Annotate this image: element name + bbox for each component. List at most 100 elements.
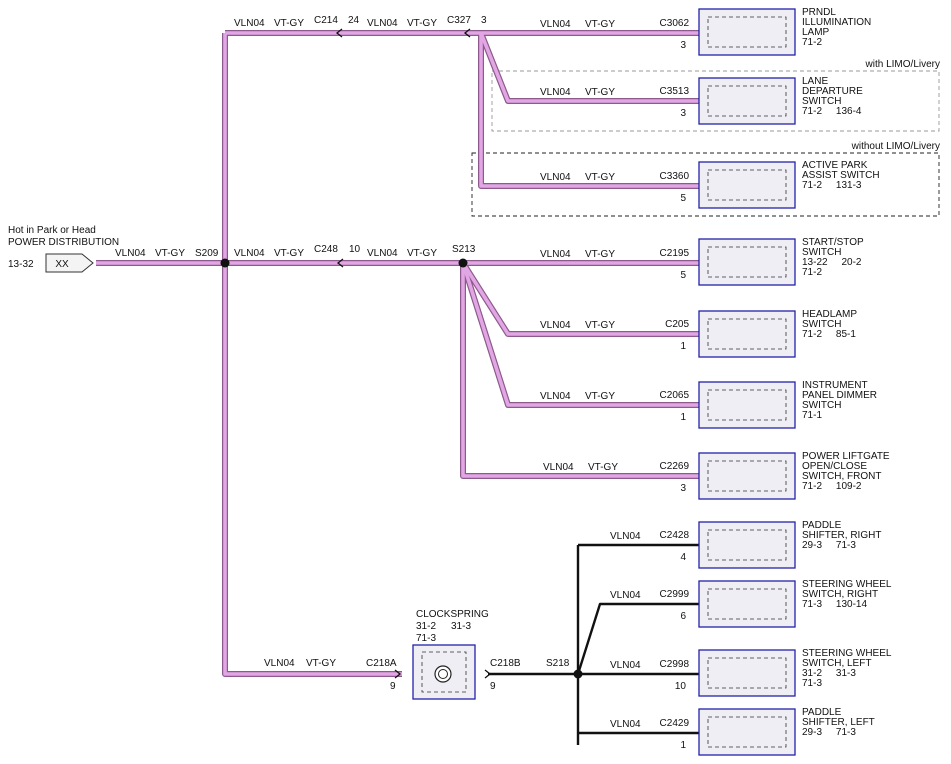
source-tag: XX bbox=[55, 259, 69, 270]
connector-label: C2998 bbox=[660, 659, 690, 670]
wire-label-color: VT-GY bbox=[306, 658, 336, 669]
component-box bbox=[698, 161, 796, 209]
connector-c327-pin: 3 bbox=[481, 15, 487, 26]
wire-label-color: VT-GY bbox=[407, 248, 437, 259]
wire-label-circuit: VLN04 bbox=[540, 320, 571, 331]
wire-label-circuit: VLN04 bbox=[540, 87, 571, 98]
group-frame-without-limo bbox=[471, 152, 940, 217]
component-name-line: LANE bbox=[802, 76, 828, 87]
connector-label: C205 bbox=[665, 319, 689, 330]
component-refs: 71-2 109-2 bbox=[802, 481, 862, 492]
connector-label: C3360 bbox=[660, 171, 690, 182]
component-name-line: SWITCH bbox=[802, 247, 841, 258]
connector-c214-label: C214 bbox=[314, 15, 338, 26]
component-name-line: POWER LIFTGATE bbox=[802, 451, 890, 462]
component-name-line: ACTIVE PARK bbox=[802, 160, 868, 171]
component-name-line: SWITCH bbox=[802, 319, 841, 330]
connector-c218b-pin: 9 bbox=[490, 681, 496, 692]
wire-label-circuit: VLN04 bbox=[543, 462, 574, 473]
wire-label-circuit: VLN04 bbox=[234, 18, 265, 29]
component-name-line: ILLUMINATION bbox=[802, 17, 871, 28]
component-box bbox=[698, 381, 796, 429]
connector-pin: 3 bbox=[680, 483, 686, 494]
connector-pin: 1 bbox=[680, 341, 686, 352]
source-line2: POWER DISTRIBUTION bbox=[8, 237, 119, 248]
component-refs: 71-2 bbox=[802, 37, 822, 48]
splice-s213-label: S213 bbox=[452, 244, 476, 255]
connector-label: C2429 bbox=[660, 718, 690, 729]
component-refs: 71-3 130-14 bbox=[802, 599, 867, 610]
wire-label-color: VT-GY bbox=[585, 391, 615, 402]
wire-label-color: VT-GY bbox=[407, 18, 437, 29]
source-ref: 13-32 bbox=[8, 259, 34, 270]
connector-label: C3062 bbox=[660, 18, 690, 29]
arrow-c248 bbox=[336, 258, 344, 268]
component-refs: 71-2 136-4 bbox=[802, 106, 862, 117]
black-wires bbox=[488, 543, 700, 745]
component-name-line: STEERING WHEEL bbox=[802, 579, 892, 590]
wire-label-color: VT-GY bbox=[274, 18, 304, 29]
clockspring-ref2: 31-3 bbox=[451, 621, 471, 632]
wire-label-circuit: VLN04 bbox=[610, 660, 641, 671]
clockspring: CLOCKSPRING 31-2 31-3 71-3 bbox=[412, 609, 489, 700]
connector-pin: 3 bbox=[680, 108, 686, 119]
wire-label-circuit: VLN04 bbox=[540, 19, 571, 30]
group-label-with-limo: with LIMO/Livery bbox=[865, 59, 940, 70]
wire-label-circuit: VLN04 bbox=[540, 391, 571, 402]
component-refs: 71-1 bbox=[802, 410, 822, 421]
wire-label-color: VT-GY bbox=[585, 87, 615, 98]
wire-label-circuit: VLN04 bbox=[610, 590, 641, 601]
wire-label-color: VT-GY bbox=[585, 249, 615, 260]
wire-label-color: VT-GY bbox=[585, 320, 615, 331]
connector-pin: 1 bbox=[680, 412, 686, 423]
splice-s213-dot bbox=[458, 258, 468, 268]
connector-label: C2999 bbox=[660, 589, 690, 600]
violet-wires-edge bbox=[96, 30, 700, 677]
component-name-line: SHIFTER, RIGHT bbox=[802, 530, 881, 541]
clockspring-coil-icon bbox=[434, 665, 452, 683]
connector-label: C2195 bbox=[660, 248, 690, 259]
wire-label-circuit: VLN04 bbox=[540, 172, 571, 183]
clockspring-title: CLOCKSPRING bbox=[416, 609, 489, 620]
component-name-line: HEADLAMP bbox=[802, 309, 857, 320]
wire-label-color: VT-GY bbox=[274, 248, 304, 259]
component-refs: 71-2 bbox=[802, 267, 822, 278]
arrow-c218a bbox=[394, 669, 402, 679]
connector-label: C2269 bbox=[660, 461, 690, 472]
component-refs: 31-2 31-3 bbox=[802, 668, 856, 679]
component-c2269: VLN04 VT-GY C2269 3 POWER LIFTGATEOPEN/CLOSE… bbox=[543, 451, 890, 500]
arrow-c218b bbox=[484, 669, 492, 679]
component-name-line: DEPARTURE bbox=[802, 86, 863, 97]
splice-s218-label: S218 bbox=[546, 658, 570, 669]
component-refs: 29-3 71-3 bbox=[802, 540, 856, 551]
wire-label-circuit: VLN04 bbox=[234, 248, 265, 259]
connector-c218a-label: C218A bbox=[366, 658, 397, 669]
connector-pin: 5 bbox=[680, 193, 686, 204]
connector-c248-pin: 10 bbox=[349, 244, 361, 255]
connector-c214-pin: 24 bbox=[348, 15, 360, 26]
component-box bbox=[698, 452, 796, 500]
connector-arrows bbox=[335, 28, 714, 738]
component-name-line: PANEL DIMMER bbox=[802, 390, 877, 401]
group-label-without-limo: without LIMO/Livery bbox=[851, 141, 940, 152]
component-refs: 29-3 71-3 bbox=[802, 727, 856, 738]
connector-label: C2065 bbox=[660, 390, 690, 401]
connector-pin: 5 bbox=[680, 270, 686, 281]
wire-label-circuit: VLN04 bbox=[264, 658, 295, 669]
component-name-line: SWITCH bbox=[802, 96, 841, 107]
component-name-line: PADDLE bbox=[802, 707, 842, 718]
component-refs: 13-22 20-2 bbox=[802, 257, 862, 268]
clockspring-ref3: 71-3 bbox=[416, 633, 436, 644]
connector-pin: 3 bbox=[680, 40, 686, 51]
component-name-line: OPEN/CLOSE bbox=[802, 461, 867, 472]
wire-label-color: VT-GY bbox=[588, 462, 618, 473]
